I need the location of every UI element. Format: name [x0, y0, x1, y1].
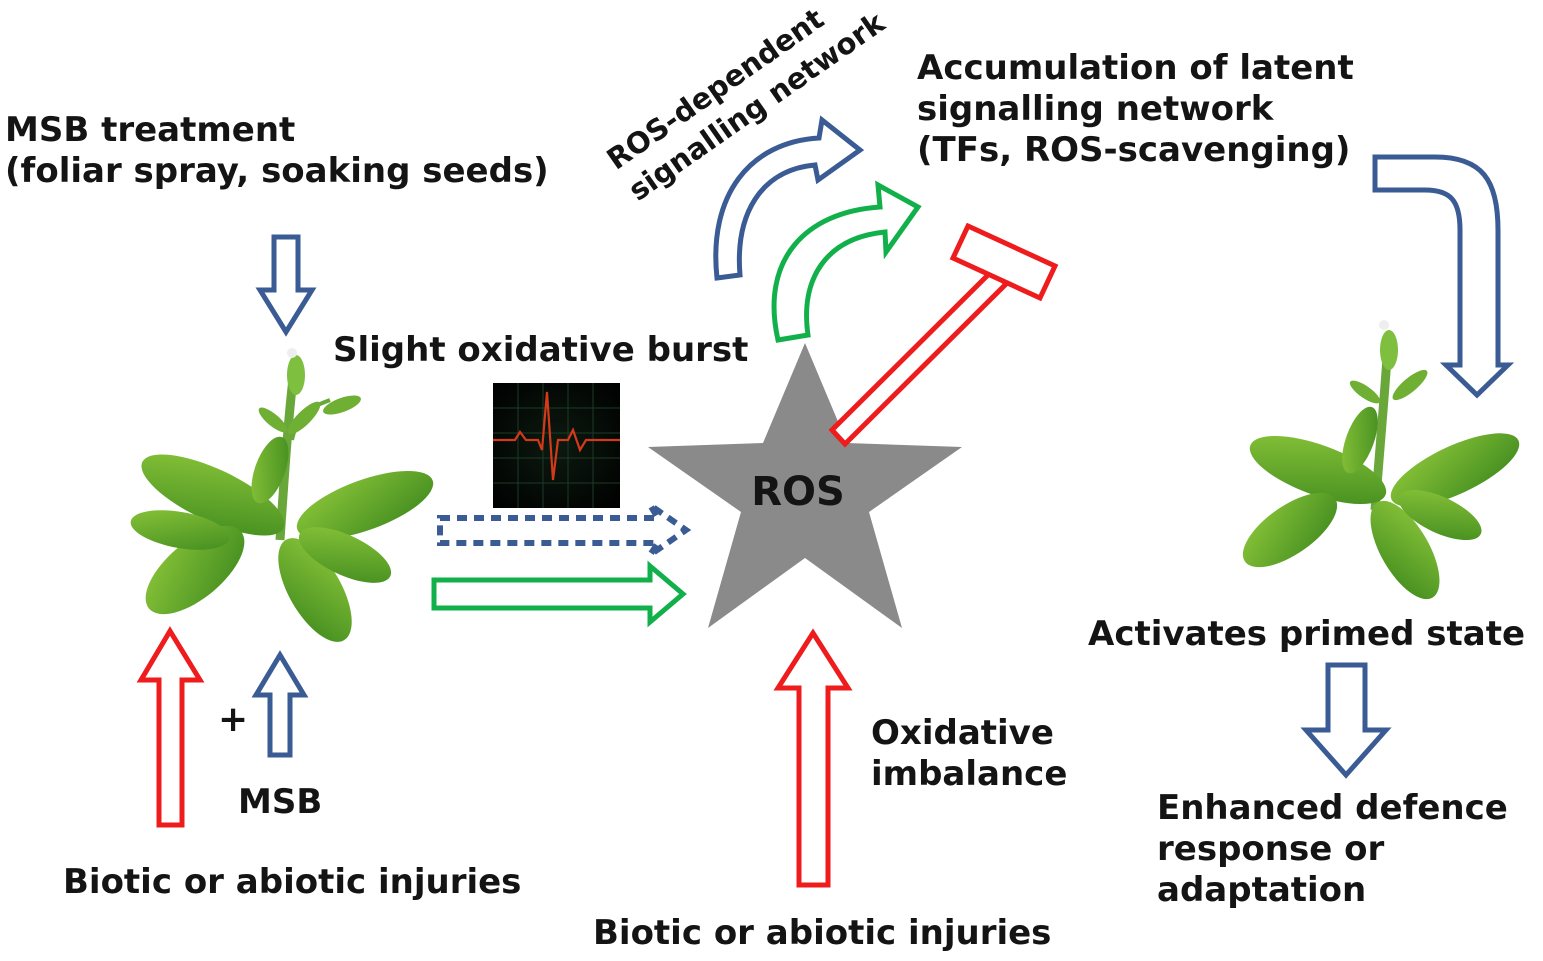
activates-primed-label: Activates primed state — [1088, 614, 1526, 654]
plant-icon-right — [1242, 320, 1520, 600]
green-arrow — [431, 560, 687, 628]
ros-signalling-arrow — [713, 115, 865, 281]
plant-icon-left — [130, 348, 434, 642]
msb-treatment-label: MSB treatment (foliar spray, soaking see… — [5, 110, 549, 191]
plus-sign: + — [218, 699, 249, 740]
ros-green-arrow — [771, 180, 922, 343]
msb-label: MSB — [238, 782, 323, 822]
injuries-bottom-label: Biotic or abiotic injuries — [593, 913, 1052, 953]
accumulation-label: Accumulation of latent signalling networ… — [917, 48, 1354, 170]
primed-arrow — [1300, 662, 1392, 779]
ros-label: ROS — [751, 469, 845, 515]
msb-arrow — [251, 650, 309, 758]
injuries-left-label: Biotic or abiotic injuries — [63, 862, 522, 902]
accumulation-arrow — [1372, 154, 1515, 399]
ecg-monitor-icon — [493, 383, 620, 508]
dotted-arrow — [437, 502, 692, 558]
injury-arrow-bottom — [773, 628, 853, 888]
ros-star — [648, 343, 962, 628]
enhanced-defence-label: Enhanced defence response or adaptation — [1157, 788, 1508, 910]
injury-arrow-left — [136, 626, 205, 828]
oxidative-imbalance-label: Oxidative imbalance — [871, 713, 1068, 794]
inhibition-bar — [828, 222, 1059, 448]
down-arrow — [255, 234, 317, 337]
slight-burst-label: Slight oxidative burst — [333, 330, 749, 370]
